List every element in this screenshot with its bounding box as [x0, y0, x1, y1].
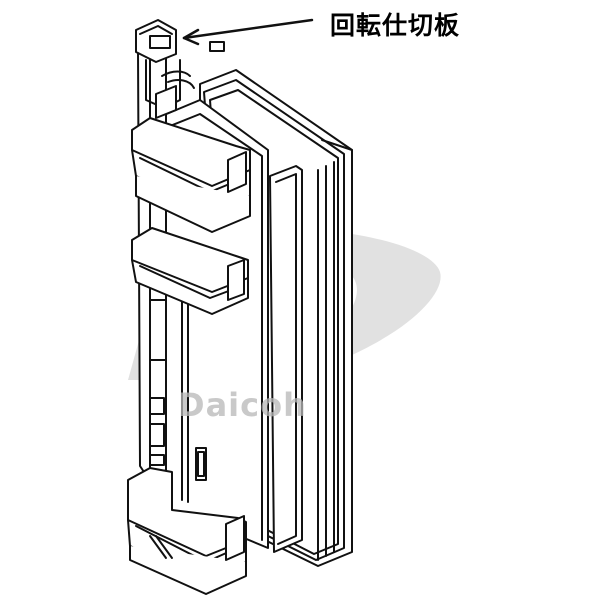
door-pocket-lower	[127, 467, 247, 595]
rotating-partition-plate	[135, 19, 225, 119]
door-pocket-middle	[131, 227, 249, 315]
door-pocket-upper	[131, 117, 251, 233]
watermark-text: Daicoh	[178, 386, 307, 424]
callout-leader	[182, 18, 314, 46]
callout-label-rotating-partition: 回転仕切板	[330, 11, 461, 40]
